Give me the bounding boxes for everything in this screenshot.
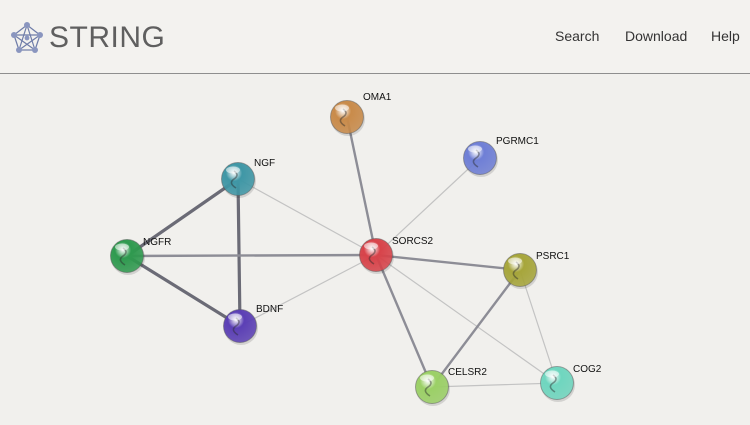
top-bar: STRING Search Download Help [0,0,750,74]
app-name: STRING [49,21,166,54]
edge-psrc1-celsr2[interactable] [430,268,522,389]
node-highlight [115,243,129,251]
edge-bdnf-sorcs2[interactable] [239,254,377,327]
edge-ngf-ngfr[interactable] [125,177,240,258]
network-edges [125,115,558,389]
node-label-ngf: NGF [254,158,275,169]
edge-sorcs2-celsr2[interactable] [374,253,434,389]
network-logo-icon [11,22,43,53]
node-highlight [226,166,240,174]
edge-ngf-sorcs2[interactable] [237,178,377,256]
node-psrc1[interactable]: PSRC1 [503,251,570,289]
node-oma1[interactable]: OMA1 [330,92,392,136]
node-cog2[interactable]: COG2 [540,364,602,402]
edge-celsr2-cog2[interactable] [431,382,558,388]
node-highlight [228,313,242,321]
node-label-sorcs2: SORCS2 [392,236,434,247]
nav-search-link[interactable]: Search [555,28,600,44]
nav-help-link[interactable]: Help [711,28,740,44]
node-celsr2[interactable]: CELSR2 [415,367,488,406]
node-pgrmc1[interactable]: PGRMC1 [463,136,540,177]
node-highlight [545,370,559,378]
node-sorcs2[interactable]: SORCS2 [359,236,434,274]
protein-structure-icon [549,374,557,393]
string-logo[interactable]: STRING [10,18,165,58]
protein-structure-icon [424,378,432,397]
protein-structure-icon [368,246,376,265]
node-bubble[interactable] [503,253,537,287]
node-highlight [335,104,349,112]
edge-sorcs2-psrc1[interactable] [374,253,522,272]
node-highlight [420,374,434,382]
protein-structure-icon [230,170,238,189]
node-highlight [364,242,378,250]
node-bdnf[interactable]: BDNF [223,304,284,345]
node-label-psrc1: PSRC1 [536,251,570,262]
node-bubble[interactable] [415,370,449,404]
node-label-pgrmc1: PGRMC1 [496,136,539,147]
edge-sorcs2-cog2[interactable] [375,254,558,384]
protein-structure-icon [472,149,480,168]
nav-download-link[interactable]: Download [625,28,688,44]
node-bubble[interactable] [359,238,393,272]
edge-ngfr-bdnf[interactable] [125,254,242,328]
node-bubble[interactable] [540,366,574,400]
node-ngfr[interactable]: NGFR [110,237,172,275]
node-bubble[interactable] [221,162,255,196]
node-bubble[interactable] [330,100,364,134]
node-highlight [468,145,482,153]
edge-psrc1-cog2[interactable] [519,269,558,384]
node-label-ngfr: NGFR [143,237,171,248]
node-highlight [508,257,522,265]
protein-structure-icon [232,317,240,336]
edge-ngf-bdnf[interactable] [236,177,242,328]
protein-structure-icon [119,247,127,266]
node-bubble[interactable] [463,141,497,175]
node-bubble[interactable] [110,239,144,273]
protein-structure-icon [512,261,520,280]
node-label-bdnf: BDNF [256,304,283,315]
node-label-celsr2: CELSR2 [448,367,487,378]
node-label-oma1: OMA1 [363,92,392,103]
node-ngf[interactable]: NGF [221,158,276,198]
edge-ngfr-sorcs2[interactable] [125,253,378,258]
node-bubble[interactable] [223,309,257,343]
edge-pgrmc1-sorcs2[interactable] [375,157,481,256]
edge-oma1-sorcs2[interactable] [345,115,378,257]
node-label-cog2: COG2 [573,364,602,375]
protein-structure-icon [339,108,347,127]
